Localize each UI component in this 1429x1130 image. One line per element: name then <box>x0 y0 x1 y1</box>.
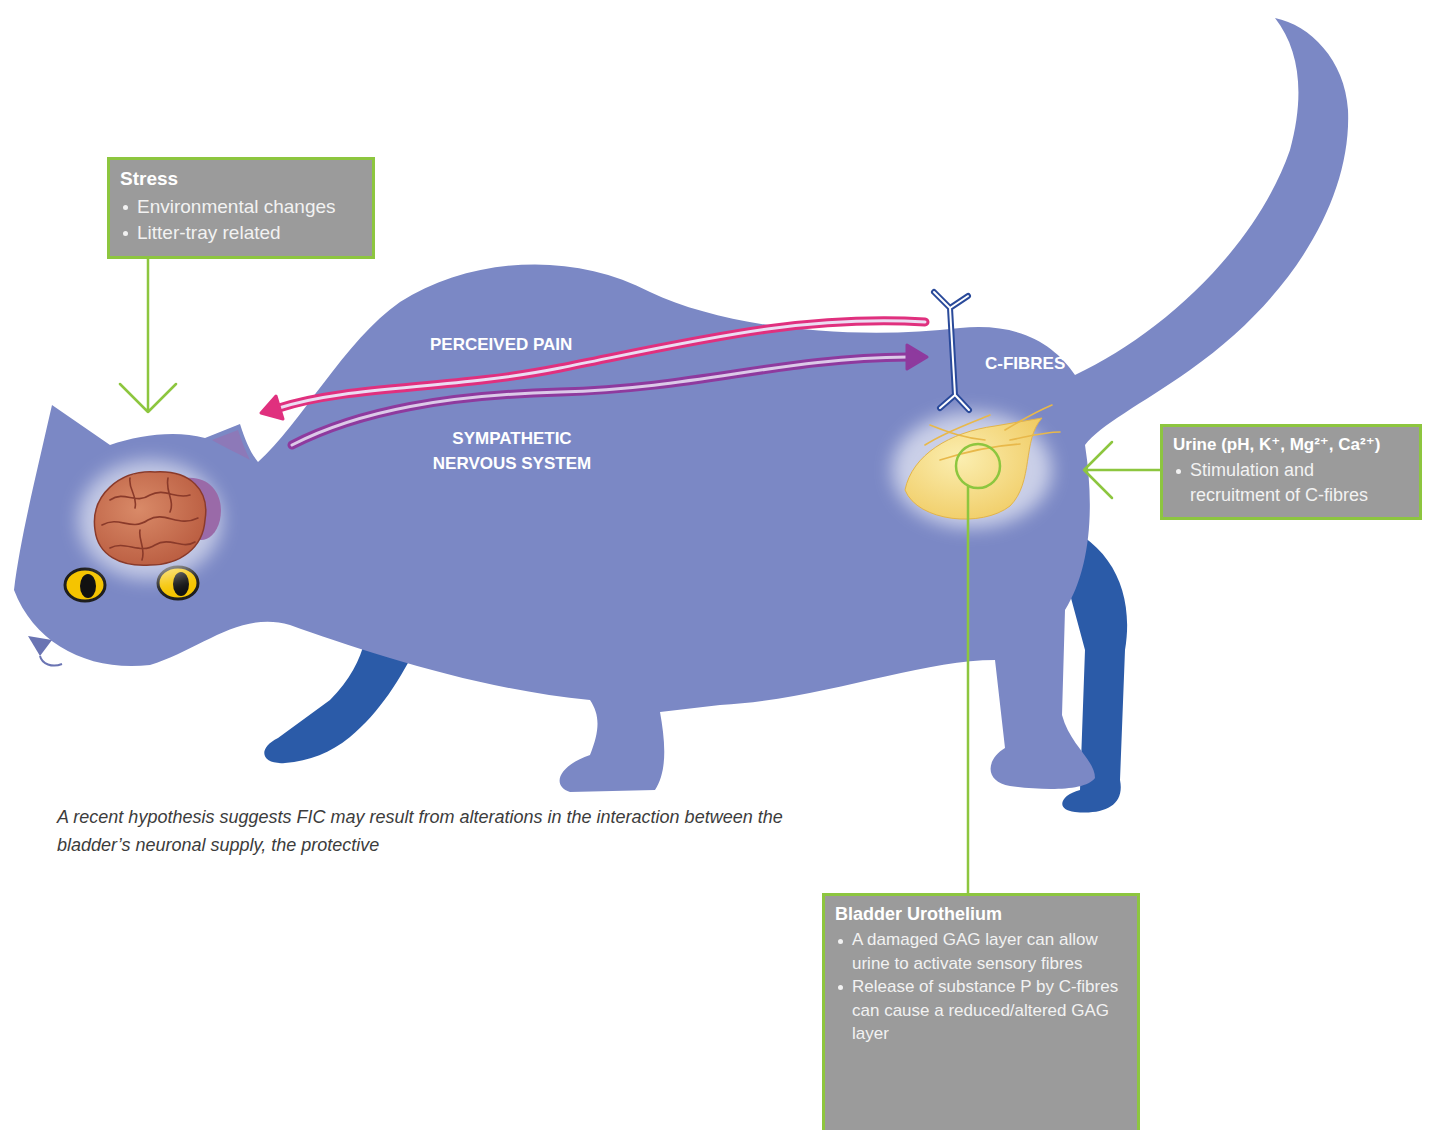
nerve-label: C-FIBRES <box>985 352 1065 377</box>
leader-line <box>956 444 1000 905</box>
cat-eye <box>65 569 105 601</box>
pain-arrow <box>261 321 925 419</box>
bullet-dot <box>838 939 843 944</box>
c-fibre-symbol <box>934 292 969 410</box>
info-box: StressEnvironmental changesLitter-tray r… <box>107 157 375 259</box>
bullet-row: Environmental changes <box>120 194 362 220</box>
cat-body <box>14 18 1348 792</box>
bullet-dot <box>838 985 843 990</box>
bladder-glow <box>892 412 1052 528</box>
brain <box>94 472 205 565</box>
bullet-text: A damaged GAG layer can allow urine to a… <box>852 928 1127 975</box>
bladder <box>905 418 1042 519</box>
arrow-label: PERCEIVED PAIN <box>430 333 572 358</box>
bullet-dot <box>1176 469 1181 474</box>
leader-line <box>120 240 176 412</box>
brain-folds <box>102 478 198 560</box>
bullet-text: Release of substance P by C-fibres can c… <box>852 975 1127 1045</box>
bullet-dot <box>123 231 128 236</box>
bullet-row: A damaged GAG layer can allow urine to a… <box>835 928 1127 975</box>
brain-glow <box>78 460 222 580</box>
info-box: Urine (pH, K⁺, Mg²⁺, Ca²⁺)Stimulation an… <box>1160 424 1422 520</box>
box-heading: Stress <box>120 167 362 192</box>
figure-caption: A recent hypothesis suggests FIC may res… <box>57 803 817 859</box>
bullet-row: Stimulation and recruitment of C-fibres <box>1173 458 1409 508</box>
info-box: Bladder UrotheliumA damaged GAG layer ca… <box>822 893 1140 1130</box>
bladder-nerves <box>925 405 1060 460</box>
arrow-label: SYMPATHETIC NERVOUS SYSTEM <box>422 427 602 476</box>
box-heading: Bladder Urothelium <box>835 903 1127 926</box>
bullet-text: Environmental changes <box>137 194 336 220</box>
sympathetic-arrow <box>292 345 927 445</box>
ear-inner <box>212 430 250 460</box>
bullet-row: Release of substance P by C-fibres can c… <box>835 975 1127 1045</box>
bullet-text: Litter-tray related <box>137 220 281 246</box>
cat-mouth <box>40 656 62 666</box>
cat-nose <box>28 636 52 656</box>
box-heading: Urine (pH, K⁺, Mg²⁺, Ca²⁺) <box>1173 434 1409 456</box>
bullet-text: Stimulation and recruitment of C-fibres <box>1190 458 1409 508</box>
bullet-dot <box>123 205 128 210</box>
bullet-row: Litter-tray related <box>120 220 362 246</box>
